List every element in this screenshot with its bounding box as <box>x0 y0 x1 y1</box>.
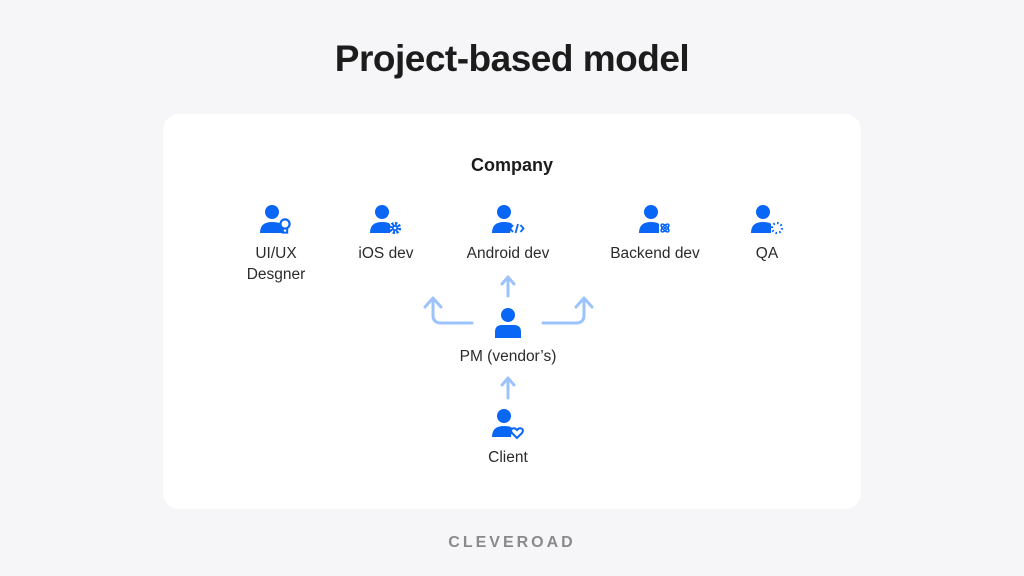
node-label: Android dev <box>466 245 550 262</box>
node-label: iOS dev <box>358 245 414 262</box>
user-code-icon <box>492 205 525 234</box>
node-ios-dev: iOS dev <box>316 203 456 264</box>
brand-logo: CLEVEROAD <box>448 534 576 551</box>
node-android-dev: Android dev <box>438 203 578 264</box>
user-atom-icon <box>639 205 670 233</box>
node-ui-ux-designer: UI/UX Desgner <box>206 203 346 285</box>
user-heart-icon <box>492 409 524 440</box>
user-icon <box>495 308 521 338</box>
user-lightbulb-icon <box>260 205 291 234</box>
node-label: Client <box>488 449 528 466</box>
node-qa: QA <box>697 203 837 264</box>
node-label: QA <box>755 245 779 262</box>
arrow-right-up-icon <box>541 297 586 325</box>
node-pm: PM (vendor’s) <box>438 306 578 367</box>
node-label: UI/UX Desgner <box>246 245 306 283</box>
user-dotted-circle-icon <box>751 205 784 235</box>
company-label: Company <box>470 155 553 175</box>
arrow-left-up-icon <box>431 297 474 325</box>
node-label: PM (vendor’s) <box>459 348 557 365</box>
page-title: Project-based model <box>334 38 690 79</box>
node-client: Client <box>438 407 578 468</box>
node-backend-dev: Backend dev <box>585 203 725 264</box>
user-gear-icon <box>370 205 402 235</box>
node-label: Backend dev <box>610 245 700 262</box>
